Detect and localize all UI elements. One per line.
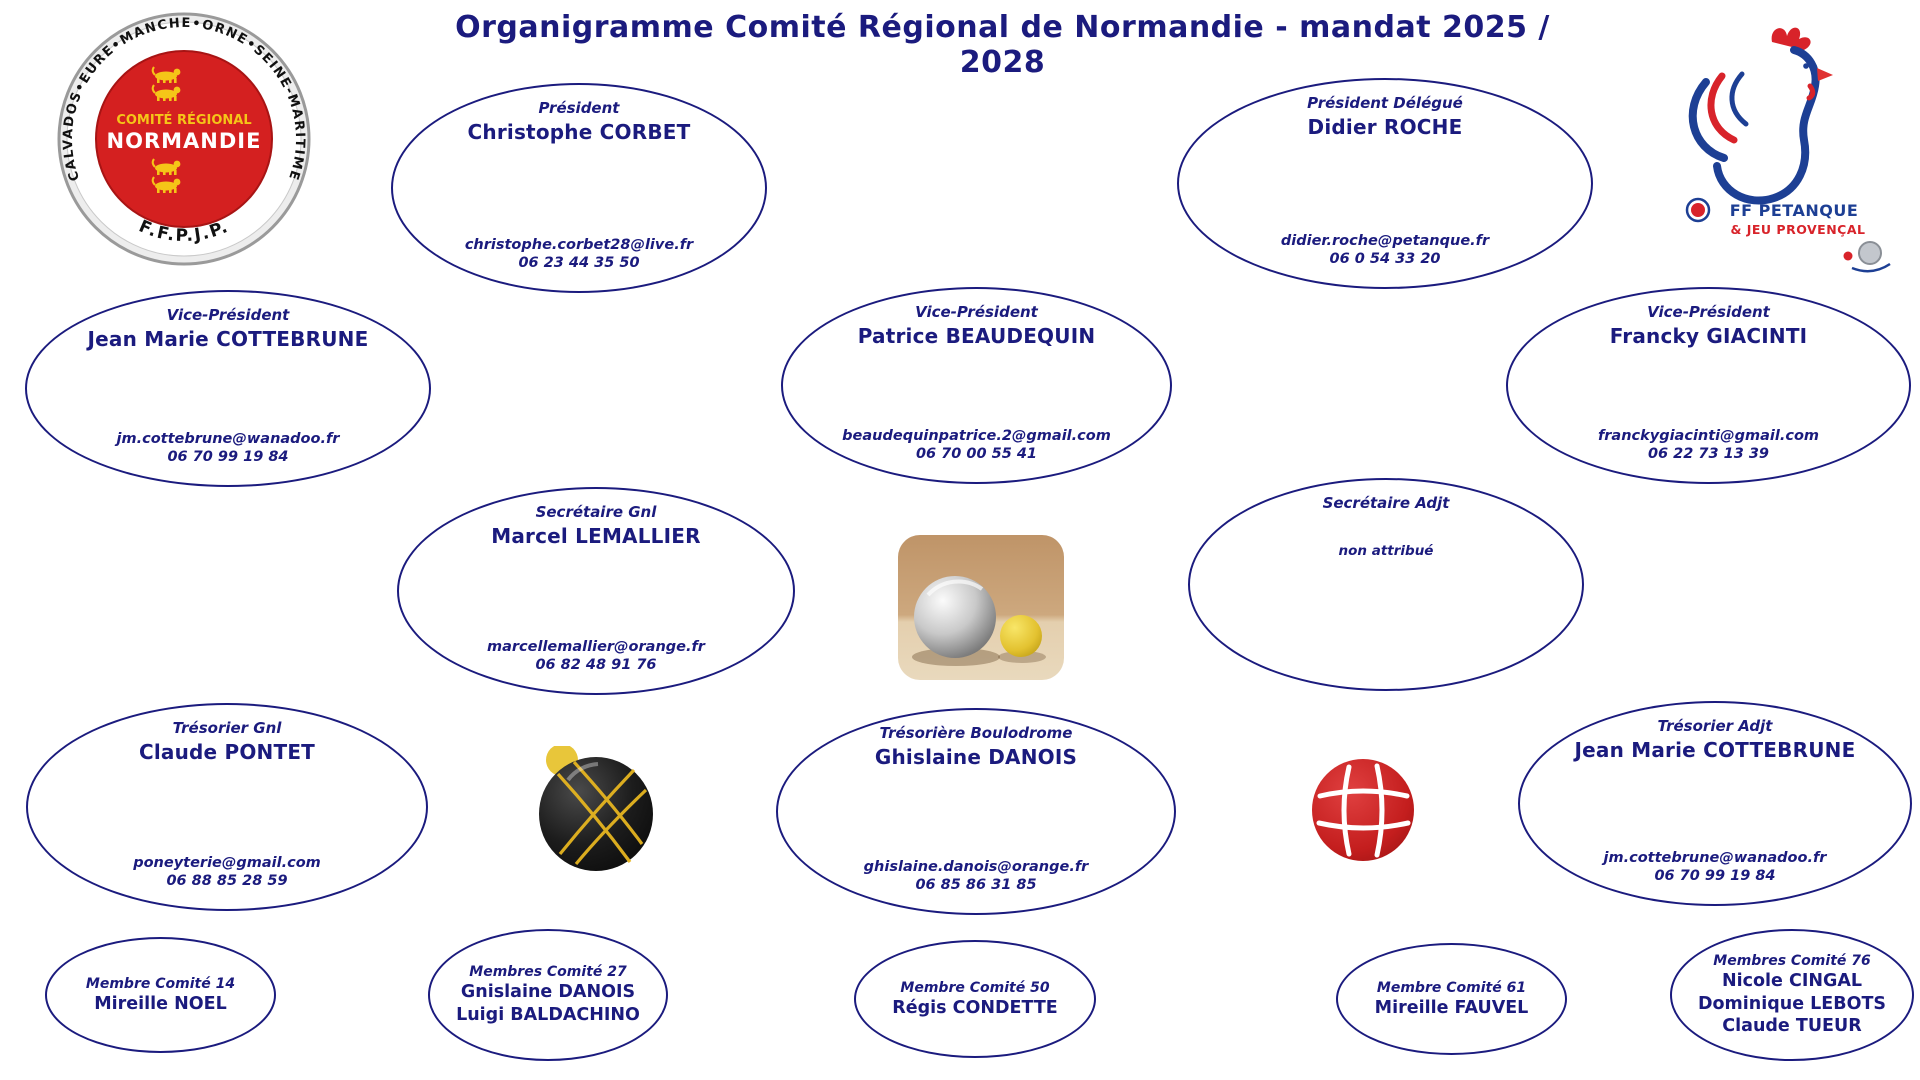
phone-text: 06 0 54 33 20: [1329, 251, 1441, 267]
node-membre-comite-14: Membre Comité 14 Mireille NOEL: [45, 937, 276, 1053]
node-membre-comite-50: Membre Comité 50 Régis CONDETTE: [854, 940, 1096, 1058]
email-text: ghislaine.danois@orange.fr: [863, 859, 1089, 875]
node-president-delegue: Président Délégué Didier ROCHE didier.ro…: [1177, 78, 1593, 289]
node-vice-president-cottebrune: Vice-Président Jean Marie COTTEBRUNE jm.…: [25, 290, 431, 487]
role-label: Membre Comité 14: [85, 975, 236, 992]
phone-text: 06 70 00 55 41: [915, 446, 1038, 462]
person-name: Luigi BALDACHINO: [456, 1005, 640, 1025]
black-boule-icon: [539, 746, 653, 871]
logo-comite-regional-text: COMITÉ RÉGIONAL: [116, 112, 251, 128]
node-secretaire-general: Secrétaire Gnl Marcel LEMALLIER marcelle…: [397, 487, 795, 695]
email-text: didier.roche@petanque.fr: [1280, 233, 1490, 249]
node-tresorier-general: Trésorier Gnl Claude PONTET poneyterie@g…: [26, 703, 428, 911]
email-text: christophe.corbet28@live.fr: [464, 237, 694, 253]
person-name: Marcel LEMALLIER: [491, 524, 701, 548]
phone-text: 06 23 44 35 50: [518, 255, 640, 271]
node-membres-comite-27: Membres Comité 27 Gnislaine DANOIS Luigi…: [428, 929, 668, 1061]
person-name: Francky GIACINTI: [1609, 324, 1808, 348]
node-vice-president-giacinti: Vice-Président Francky GIACINTI franckyg…: [1506, 287, 1911, 484]
person-name: Jean Marie COTTEBRUNE: [87, 327, 369, 351]
black-gold-boule-image: [536, 746, 656, 877]
person-name: Gnislaine DANOIS: [460, 982, 636, 1003]
phone-text: 06 88 85 28 59: [166, 873, 288, 889]
person-name: Claude PONTET: [138, 740, 316, 764]
node-secretaire-adjoint: Secrétaire Adjt non attribué: [1188, 478, 1584, 691]
person-name: Didier ROCHE: [1307, 115, 1463, 139]
person-name: Claude TUEUR: [1722, 1016, 1862, 1037]
unassigned-note: non attribué: [1338, 543, 1434, 559]
email-text: beaudequinpatrice.2@gmail.com: [842, 428, 1111, 444]
person-name: Jean Marie COTTEBRUNE: [1574, 738, 1856, 762]
role-label: Trésorier Adjt: [1657, 717, 1773, 735]
node-tresorier-adjoint: Trésorier Adjt Jean Marie COTTEBRUNE jm.…: [1518, 701, 1912, 906]
role-label: Membre Comité 50: [900, 979, 1050, 996]
email-text: franckygiacinti@gmail.com: [1597, 428, 1820, 444]
ffpjp-federation-logo: FF PETANQUE & JEU PROVENÇAL: [1676, 6, 1900, 285]
email-text: jm.cottebrune@wanadoo.fr: [116, 431, 340, 447]
phone-text: 06 82 48 91 76: [535, 657, 657, 673]
email-text: poneyterie@gmail.com: [133, 855, 321, 871]
role-label: Vice-Président: [1647, 303, 1770, 321]
petanque-balls-photo: [898, 535, 1064, 680]
phone-text: 06 70 99 19 84: [167, 449, 289, 465]
node-president: Président Christophe CORBET christophe.c…: [391, 83, 767, 293]
role-label: Secrétaire Gnl: [535, 503, 657, 521]
node-vice-president-beaudequin: Vice-Président Patrice BEAUDEQUIN beaude…: [781, 287, 1172, 484]
role-label: Trésorière Boulodrome: [879, 724, 1073, 742]
role-label: Secrétaire Adjt: [1322, 494, 1450, 512]
red-boule-icon: [1312, 759, 1414, 861]
role-label: Membre Comité 61: [1376, 979, 1527, 996]
person-name: Ghislaine DANOIS: [874, 745, 1078, 769]
role-label: Membres Comité 27: [469, 964, 627, 981]
person-name: Régis CONDETTE: [892, 997, 1058, 1018]
node-membres-comite-76: Membres Comité 76 Nicole CINGAL Dominiqu…: [1670, 929, 1914, 1061]
phone-text: 06 70 99 19 84: [1654, 868, 1776, 884]
petanque-photo-image: [898, 535, 1064, 680]
phone-text: 06 85 86 31 85: [915, 877, 1037, 893]
ffpjp-name-line2: & JEU PROVENÇAL: [1730, 222, 1865, 237]
phone-text: 06 22 73 13 39: [1647, 446, 1770, 462]
ffpjp-rooster-icon: FF PETANQUE & JEU PROVENÇAL: [1685, 27, 1891, 273]
role-label: Membres Comité 76: [1713, 953, 1871, 970]
person-name: Christophe CORBET: [467, 120, 691, 144]
person-name: Patrice BEAUDEQUIN: [857, 324, 1096, 348]
node-membre-comite-61: Membre Comité 61 Mireille FAUVEL: [1336, 943, 1567, 1055]
node-tresoriere-boulodrome: Trésorière Boulodrome Ghislaine DANOIS g…: [776, 708, 1176, 915]
ffpjp-name-line1: FF PETANQUE: [1730, 201, 1859, 220]
person-name: Nicole CINGAL: [1721, 971, 1863, 992]
role-label: Vice-Président: [915, 303, 1038, 321]
person-name: Mireille FAUVEL: [1374, 997, 1529, 1018]
person-name: Mireille NOEL: [94, 993, 227, 1014]
email-text: marcellemallier@orange.fr: [487, 639, 705, 655]
normandie-logo-icon: CALVADOS•EURE•MANCHE•ORNE•SEINE-MARITIME…: [57, 12, 311, 266]
logo-normandie-text: NORMANDIE: [107, 129, 262, 153]
red-boule-logo: [1311, 757, 1416, 864]
role-label: Trésorier Gnl: [172, 719, 282, 737]
person-name: Dominique LEBOTS: [1697, 993, 1887, 1014]
normandie-committee-logo: CALVADOS•EURE•MANCHE•ORNE•SEINE-MARITIME…: [52, 12, 317, 267]
role-label: Président: [538, 99, 620, 117]
role-label: Vice-Président: [166, 306, 290, 324]
email-text: jm.cottebrune@wanadoo.fr: [1603, 850, 1827, 866]
page-title: Organigramme Comité Régional de Normandi…: [455, 10, 1550, 80]
role-label: Président Délégué: [1307, 94, 1463, 112]
